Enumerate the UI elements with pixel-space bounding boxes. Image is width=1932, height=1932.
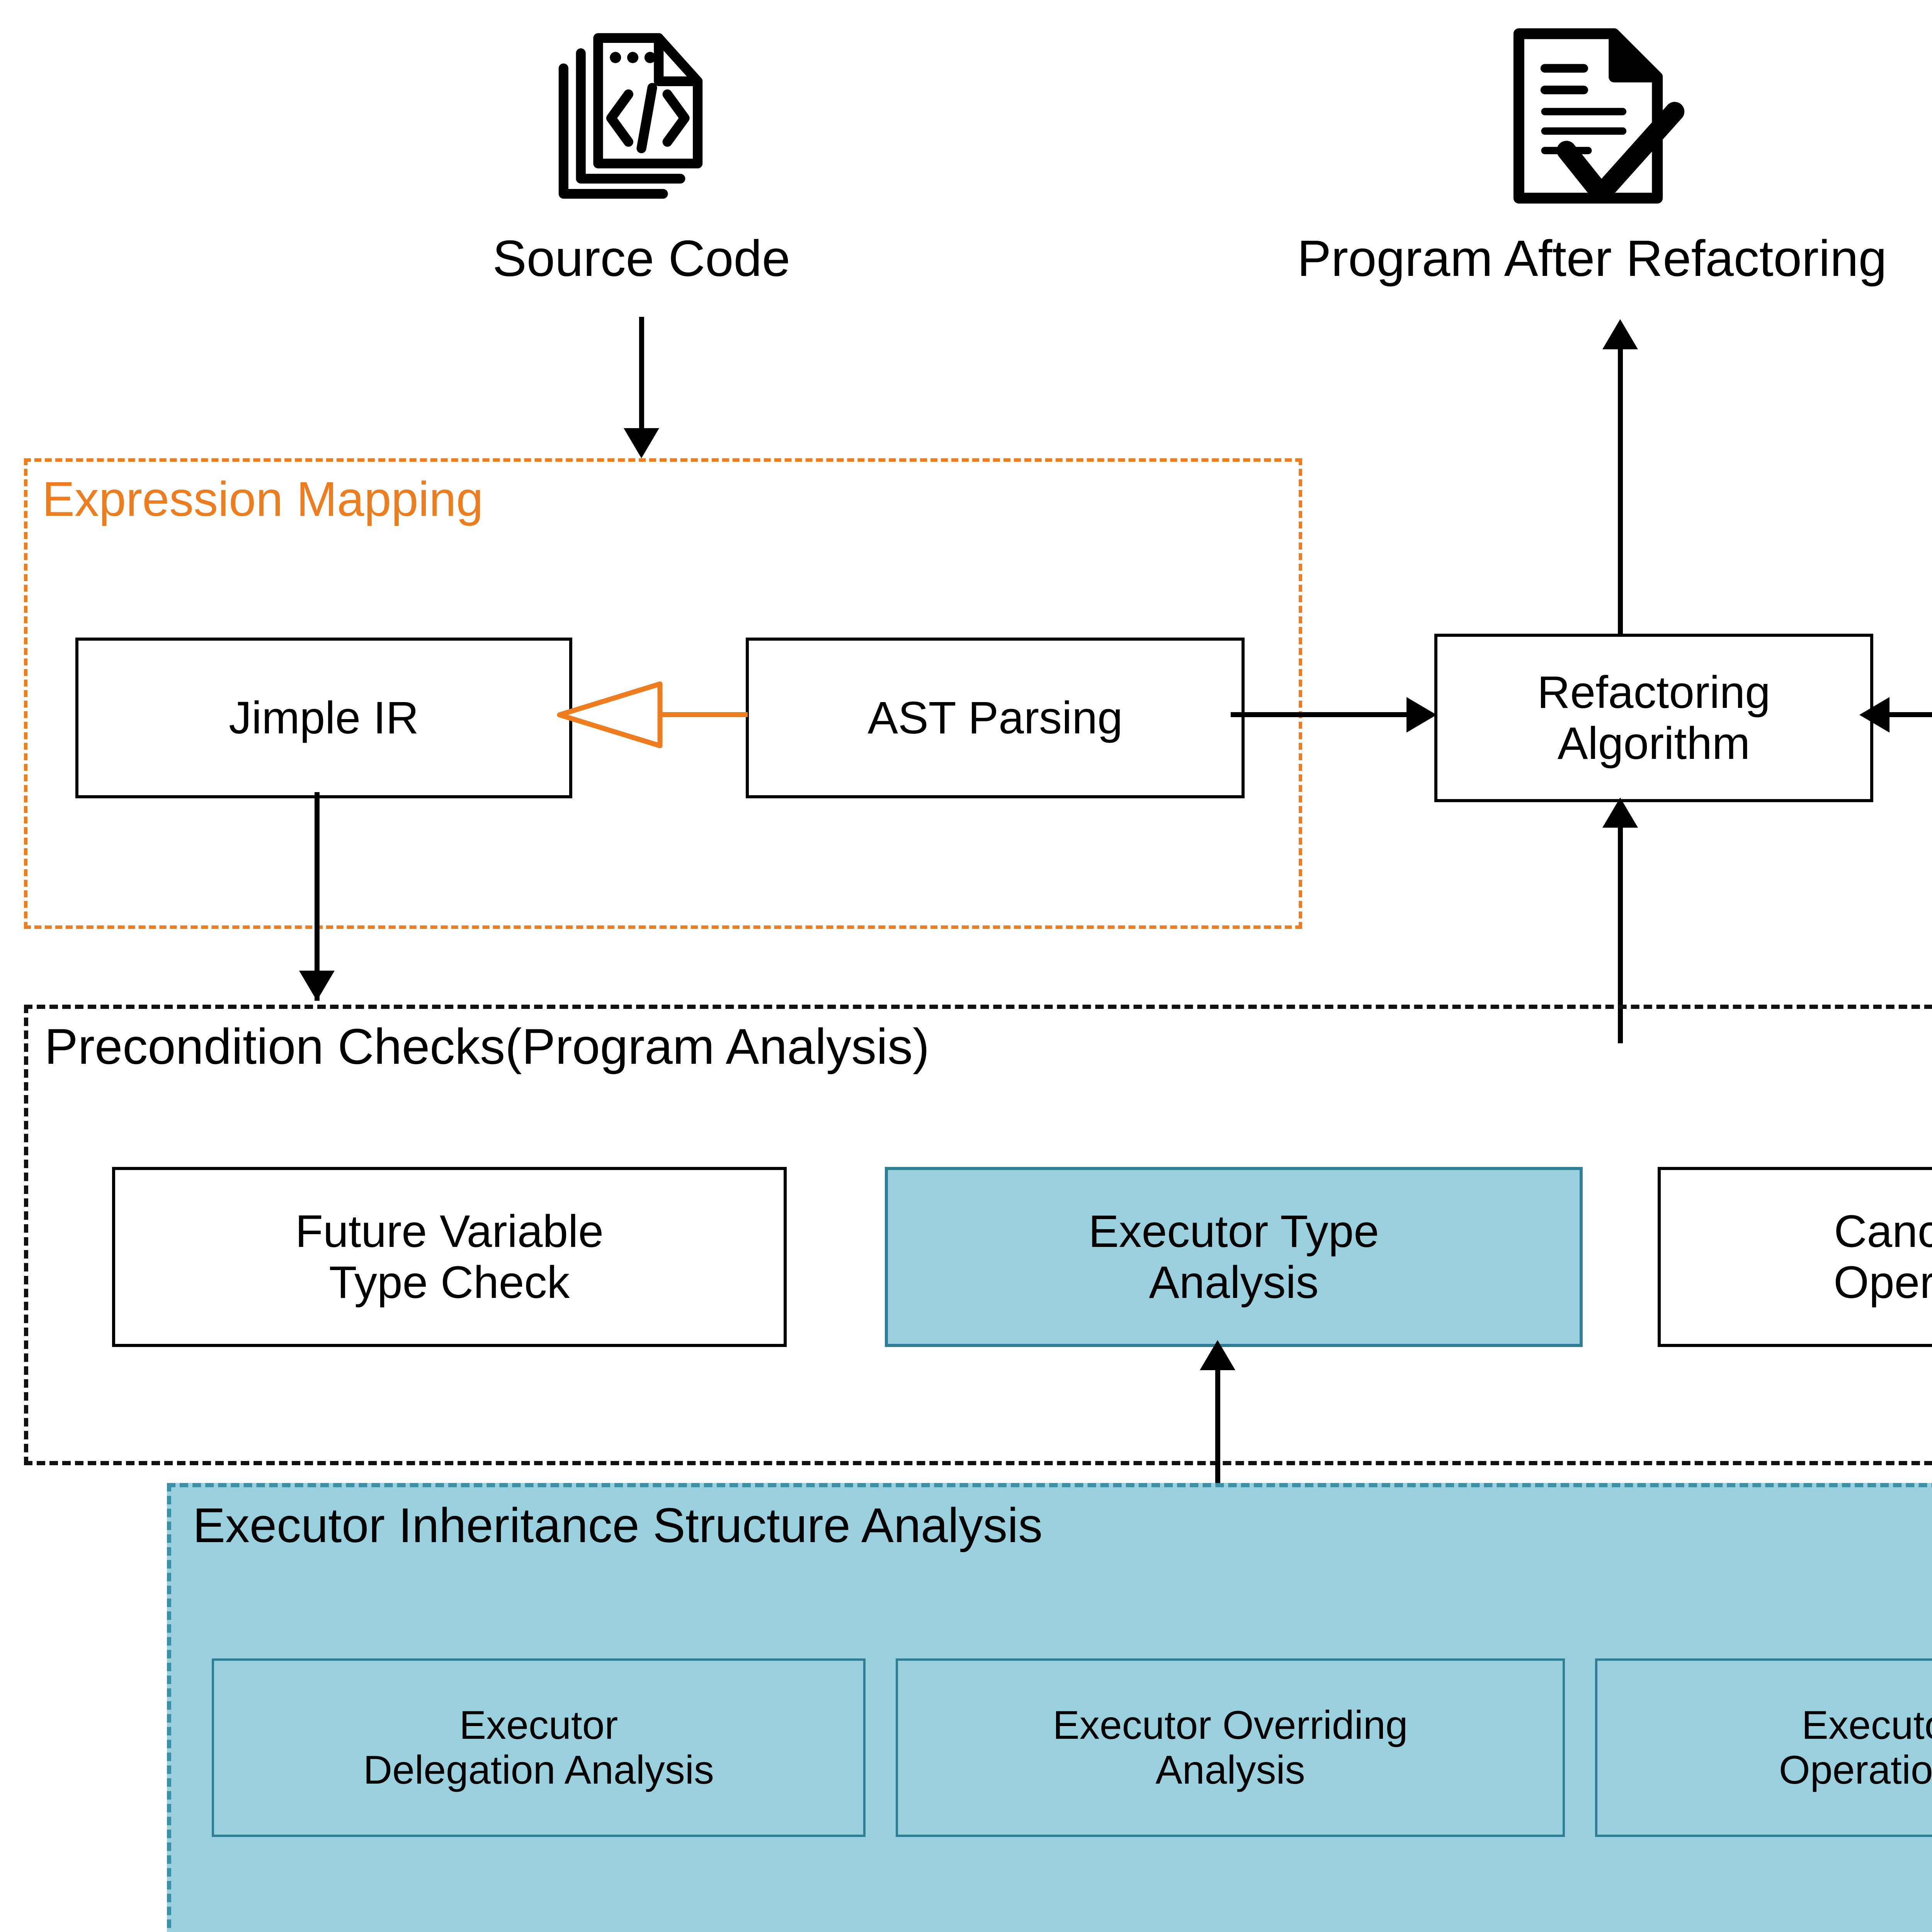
node-refactoring-algorithm[interactable]: Refactoring Algorithm bbox=[1434, 634, 1873, 802]
label-source-code: Source Code bbox=[492, 230, 791, 287]
node-refactoring-algorithm-label: Refactoring Algorithm bbox=[1537, 667, 1770, 769]
node-jimple-ir[interactable]: Jimple IR bbox=[75, 638, 572, 798]
connector-ast-to-algorithm bbox=[1231, 712, 1408, 717]
node-executor-type-analysis-label: Executor Type Analysis bbox=[1088, 1206, 1379, 1308]
node-executor-type-operation-check[interactable]: Executor Type Operation Check bbox=[1595, 1658, 1932, 1837]
node-ast-parsing[interactable]: AST Parsing bbox=[746, 638, 1245, 798]
node-future-variable-type-check-label: Future Variable Type Check bbox=[295, 1206, 604, 1308]
node-executor-delegation-analysis[interactable]: Executor Delegation Analysis bbox=[212, 1658, 866, 1837]
group-title-precondition-checks: Precondition Checks(Program Analysis) bbox=[44, 1018, 930, 1075]
node-jimple-ir-label: Jimple IR bbox=[229, 692, 419, 743]
node-executor-delegation-analysis-label: Executor Delegation Analysis bbox=[363, 1702, 714, 1793]
connector-source-to-expression-mapping bbox=[639, 317, 644, 429]
group-precondition-checks: Precondition Checks(Program Analysis) bbox=[24, 1005, 1932, 1465]
arrowhead-open-ast-to-jimple bbox=[557, 681, 663, 748]
arrowhead-source-to-expression-mapping bbox=[624, 428, 659, 458]
group-title-expression-mapping: Expression Mapping bbox=[42, 472, 483, 526]
node-executor-overriding-analysis-label: Executor Overriding Analysis bbox=[1053, 1702, 1408, 1793]
document-checkmark-icon bbox=[1480, 8, 1696, 224]
connector-ast-to-jimple bbox=[657, 712, 748, 717]
connector-templates-to-algorithm bbox=[1889, 712, 1932, 717]
node-executor-type-operation-check-label: Executor Type Operation Check bbox=[1779, 1702, 1932, 1793]
arrowhead-templates-to-algorithm bbox=[1859, 697, 1889, 733]
node-executor-type-analysis[interactable]: Executor Type Analysis bbox=[885, 1167, 1583, 1347]
label-program-after-refactoring: Program After Refactoring bbox=[1297, 230, 1887, 287]
connector-precondition-to-algorithm bbox=[1618, 827, 1623, 1043]
arrowhead-inheritance-to-executor-type-analysis bbox=[1200, 1340, 1235, 1370]
node-executor-overriding-analysis[interactable]: Executor Overriding Analysis bbox=[896, 1658, 1565, 1837]
node-ast-parsing-label: AST Parsing bbox=[867, 692, 1123, 743]
arrowhead-ast-to-algorithm bbox=[1406, 697, 1437, 733]
node-future-variable-type-check[interactable]: Future Variable Type Check bbox=[112, 1167, 787, 1347]
node-cancel-and-type-operation-check-label: Cancel and Type Operation Check bbox=[1833, 1206, 1932, 1308]
arrowhead-precondition-to-algorithm bbox=[1602, 798, 1638, 828]
connector-algorithm-to-program bbox=[1618, 348, 1623, 634]
node-cancel-and-type-operation-check[interactable]: Cancel and Type Operation Check bbox=[1658, 1167, 1932, 1347]
source-code-files-icon bbox=[533, 8, 750, 224]
group-title-executor-inheritance: Executor Inheritance Structure Analysis bbox=[193, 1498, 1043, 1553]
arrowhead-algorithm-to-program bbox=[1602, 319, 1638, 349]
arrowhead-jimple-to-precondition bbox=[299, 971, 335, 1001]
group-expression-mapping: Expression Mapping bbox=[24, 458, 1302, 929]
connector-jimple-to-precondition bbox=[315, 792, 320, 1001]
